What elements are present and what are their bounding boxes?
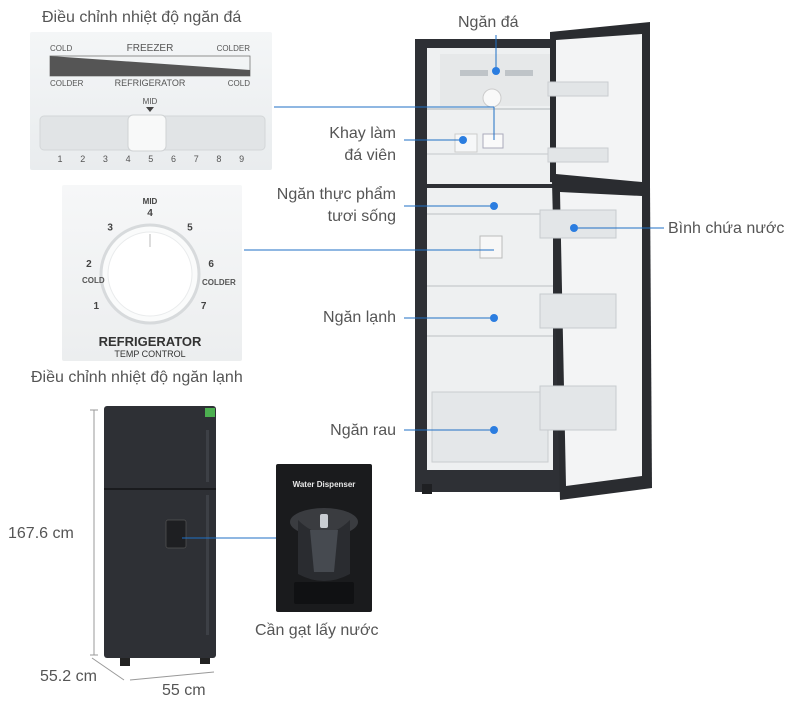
- freezer-bottom-center: REFRIGERATOR: [115, 78, 186, 88]
- dispenser-callout-line: [182, 537, 276, 539]
- dial-cold-label: COLD: [82, 276, 105, 285]
- dial-number-5: 5: [187, 223, 193, 234]
- dial-number-6: 6: [208, 259, 214, 270]
- freezer-bottom-left: COLDER: [50, 79, 84, 88]
- fridge-body: [104, 406, 216, 658]
- vegetable-drawer-label: Ngăn rau: [330, 422, 396, 439]
- freezer-scale-4: 4: [126, 154, 131, 164]
- cool-compartment-label: Ngăn lạnh: [323, 309, 396, 326]
- dial-colder-label: COLDER: [202, 278, 236, 287]
- water-tank: [539, 209, 617, 239]
- freezer-top-left: COLD: [50, 44, 72, 53]
- ice-tray-label-1: Khay làm: [329, 125, 396, 142]
- freezer-bottom-right: COLD: [228, 79, 250, 88]
- closed-fridge-graphic: [90, 406, 216, 681]
- fridge-control-caption: Điều chỉnh nhiệt độ ngăn lạnh: [31, 369, 243, 386]
- dial-title: REFRIGERATOR: [99, 334, 202, 349]
- dial-numbers: 1 2 3 4 5 6 7 MID: [86, 197, 214, 312]
- dial-number-4: 4: [147, 208, 153, 219]
- dot-freezer: [492, 67, 500, 75]
- freezer-scale-5: 5: [148, 154, 153, 164]
- freezer-compartment-label: Ngăn đá: [458, 14, 519, 31]
- dial-mid-label: MID: [143, 197, 158, 206]
- freezer-top-center: FREEZER: [127, 43, 174, 54]
- freezer-scale: 1 2 3 4 5 6 7 8 9: [57, 154, 244, 164]
- freezer-slider-mid: MID: [143, 97, 158, 106]
- dial-number-7: 7: [201, 301, 207, 312]
- dial-number-3: 3: [107, 223, 113, 234]
- dot-ice-tray: [459, 136, 467, 144]
- depth-dimension: 55.2 cm: [40, 668, 97, 685]
- dispenser-title: Water Dispenser: [293, 480, 356, 489]
- dispenser-lever-caption: Cần gạt lấy nước: [255, 622, 379, 639]
- ice-tray-label-2: đá viên: [344, 147, 396, 164]
- fresh-food-label-1: Ngăn thực phẩm: [276, 186, 396, 203]
- freezer-scale-9: 9: [239, 154, 244, 164]
- freezer-top-right: COLDER: [217, 44, 251, 53]
- freezer-scale-8: 8: [216, 154, 221, 164]
- freezer-scale-1: 1: [57, 154, 62, 164]
- dispenser-closeup: Water Dispenser: [276, 464, 372, 612]
- dispenser-lever: [310, 530, 338, 572]
- dispenser-spout: [320, 514, 328, 528]
- freezer-control-panel: COLD FREEZER COLDER COLDER REFRIGERATOR …: [30, 32, 272, 170]
- fridge-control-panel: 1 2 3 4 5 6 7 MID COLD COLDER REFRIGERATOR TEMP…: [62, 185, 242, 361]
- freezer-scale-3: 3: [103, 154, 108, 164]
- freezer-slider-knob: [127, 114, 167, 152]
- vegetable-drawer: [431, 391, 549, 463]
- dial-number-1: 1: [94, 301, 100, 312]
- dot-cool: [490, 314, 498, 322]
- dot-vegetable: [490, 426, 498, 434]
- dial-number-2: 2: [86, 259, 92, 270]
- fresh-food-label-2: tươi sống: [327, 208, 396, 225]
- water-tank-label: Bình chứa nước: [668, 220, 785, 237]
- dispenser-closeup-graphic: Water Dispenser: [290, 480, 358, 604]
- dispenser-mini: [165, 519, 187, 549]
- dot-fresh-food: [490, 202, 498, 210]
- freezer-scale-6: 6: [171, 154, 176, 164]
- fridge-dial-graphic: 1 2 3 4 5 6 7 MID COLD COLDER REFRIGERATOR TEMP…: [82, 197, 236, 359]
- freezer-scale-2: 2: [80, 154, 85, 164]
- dial-subtitle: TEMP CONTROL: [114, 349, 185, 359]
- dot-water-tank: [570, 224, 578, 232]
- freezer-control-graphic: COLD FREEZER COLDER COLDER REFRIGERATOR …: [39, 43, 266, 164]
- open-fridge-graphic: [415, 22, 652, 500]
- width-dimension: 55 cm: [162, 682, 206, 699]
- freezer-scale-7: 7: [194, 154, 199, 164]
- freezer-control-caption: Điều chỉnh nhiệt độ ngăn đá: [42, 9, 242, 26]
- height-dimension: 167.6 cm: [8, 525, 74, 542]
